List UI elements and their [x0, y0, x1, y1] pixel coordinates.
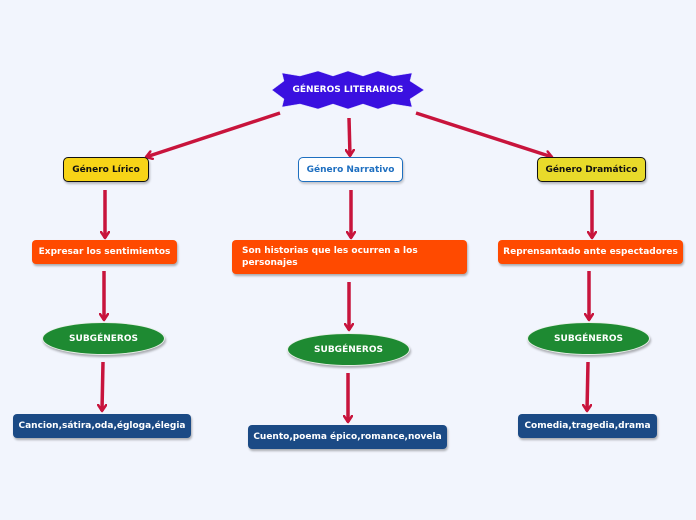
- examples-node-lirico[interactable]: Cancion,sátira,oda,égloga,élegia: [13, 414, 191, 438]
- arrow-root-to-dramatico: [415, 111, 552, 157]
- root-node-label[interactable]: GÉNEROS LITERARIOS: [292, 85, 404, 95]
- arrow-root-to-narrativo: [349, 117, 350, 156]
- subgenres-node-narrativo[interactable]: SUBGÉNEROS: [287, 333, 410, 366]
- genre-node-dramatico[interactable]: Género Dramático: [537, 157, 646, 182]
- arrow-root-to-lirico: [146, 111, 281, 157]
- examples-node-dramatico[interactable]: Comedia,tragedia,drama: [518, 414, 657, 438]
- subgenres-node-lirico[interactable]: SUBGÉNEROS: [42, 322, 165, 355]
- description-node-narrativo[interactable]: Son historias que les ocurren a los pers…: [232, 240, 467, 274]
- subgenres-node-dramatico[interactable]: SUBGÉNEROS: [527, 322, 650, 355]
- arrow-lirico-sub-to-examples: [102, 361, 103, 411]
- genre-node-narrativo[interactable]: Género Narrativo: [298, 157, 403, 182]
- examples-node-narrativo[interactable]: Cuento,poema épico,romance,novela: [248, 425, 447, 449]
- arrow-dramatico-sub-to-examples: [587, 361, 588, 411]
- genre-node-lirico[interactable]: Género Lírico: [63, 157, 149, 182]
- root-star-shape: [271, 70, 425, 110]
- description-node-dramatico[interactable]: Reprensantado ante espectadores: [498, 240, 683, 264]
- description-node-lirico[interactable]: Expresar los sentimientos: [32, 240, 177, 264]
